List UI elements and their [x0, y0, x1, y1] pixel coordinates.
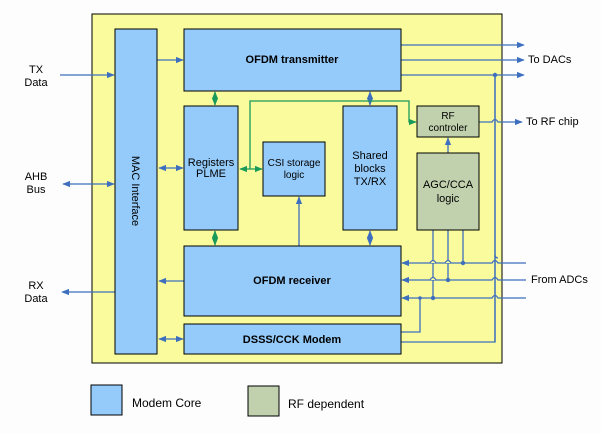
legend-modem-core-swatch — [90, 384, 123, 416]
dsss-tap — [401, 298, 421, 333]
dsss-cck-label: DSSS/CCK Modem — [243, 334, 342, 346]
agc-cca-label-2: logic — [437, 193, 460, 205]
junction-dot — [418, 296, 422, 300]
mac-interface-block[interactable] — [114, 28, 158, 355]
ahb-bus-label-2: Bus — [27, 184, 46, 196]
junction-dot — [460, 260, 466, 266]
legend-rf-dependent-swatch — [247, 385, 280, 417]
registers-plme-block[interactable] — [183, 105, 239, 231]
rf-controler-label-2: controler — [429, 123, 469, 134]
legend-modem-core-label: Modem Core — [132, 396, 202, 410]
dsss-cck-block[interactable] — [183, 323, 402, 355]
registers-to-rf-controler-line — [249, 100, 417, 169]
registers-plme-label: Registers — [188, 157, 235, 169]
mac-interface-label: MAC Interface — [129, 156, 141, 226]
shared-blocks-block[interactable] — [342, 105, 398, 231]
tx-data-label-2: Data — [24, 77, 48, 89]
rx-data-label-2: Data — [24, 293, 48, 305]
crossover-hop — [429, 259, 437, 264]
shared-blocks-label: Shared — [352, 150, 387, 162]
csi-storage-label: CSI storage — [268, 158, 321, 169]
rf-controler-to-chip-line — [479, 118, 523, 126]
junction-dot — [445, 277, 451, 283]
ofdm-transmitter-label: OFDM transmitter — [246, 54, 340, 66]
rx-data-label: RX — [28, 280, 44, 292]
rf-controler-block[interactable] — [416, 105, 480, 138]
agc-cca-block[interactable] — [416, 152, 480, 231]
shared-blocks-label-3: TX/RX — [354, 176, 387, 188]
ofdm-receiver-label: OFDM receiver — [253, 275, 331, 287]
adc-line-3 — [401, 294, 526, 302]
tx-data-label: TX — [29, 64, 44, 76]
to-rf-chip-label: To RF chip — [526, 116, 579, 128]
registers-plme-label-2: PLME — [196, 168, 226, 180]
legend-rf-dependent-label: RF dependent — [288, 397, 365, 411]
from-adcs-label: From ADCs — [531, 274, 588, 286]
ahb-bus-label: AHB — [25, 171, 48, 183]
rf-controler-label: RF — [441, 111, 454, 122]
agc-cca-label: AGC/CCA — [423, 179, 474, 191]
csi-storage-label-2: logic — [284, 170, 305, 181]
adc-line-2 — [401, 276, 526, 284]
junction-dot — [430, 295, 436, 301]
crossover-hop — [429, 276, 437, 281]
ofdm-receiver-block[interactable] — [183, 245, 402, 317]
crossover-hop — [444, 259, 452, 264]
junction-dot — [492, 72, 498, 78]
shared-blocks-label-2: blocks — [354, 163, 386, 175]
adc-line-1 — [401, 259, 526, 267]
ofdm-transmitter-block[interactable] — [183, 28, 402, 92]
to-dacs-label: To DACs — [528, 54, 572, 66]
csi-storage-block[interactable] — [262, 141, 326, 197]
